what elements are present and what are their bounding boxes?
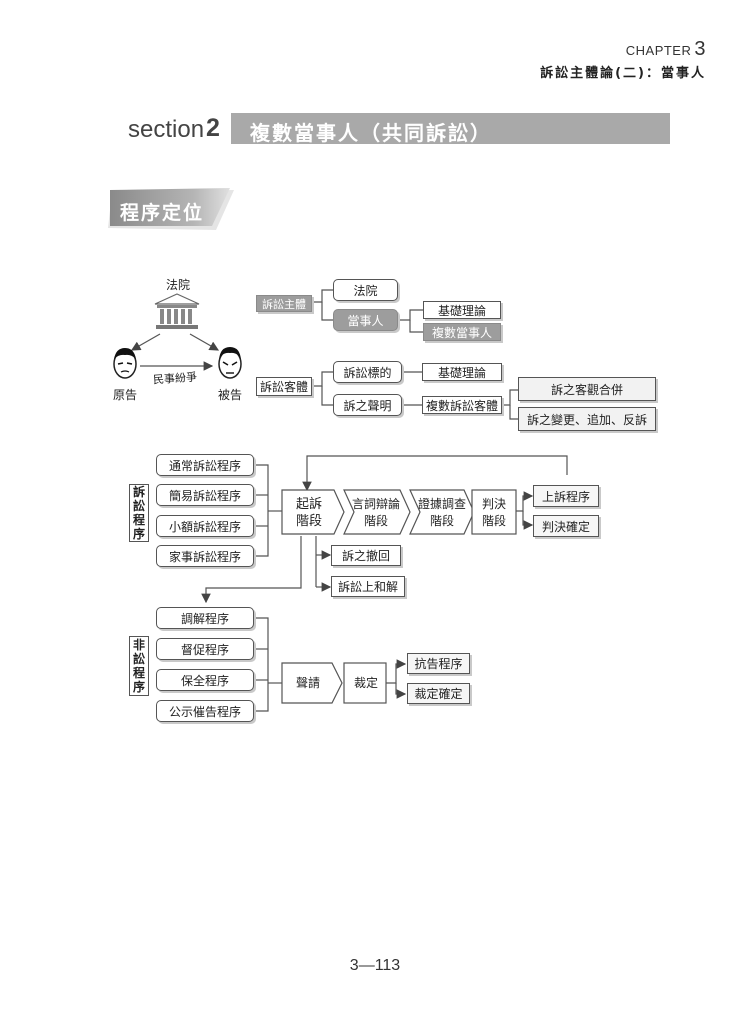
- subjects-basic-theory-box: 基礎理論: [423, 301, 501, 319]
- stage-filing-line2: 階段: [295, 514, 322, 529]
- ruling-label: 裁定: [353, 676, 378, 690]
- stage-oral-argument: 言詞辯論 階段: [346, 496, 406, 530]
- non-litigation-procedure-4: 公示催告程序: [156, 700, 254, 722]
- objects-claim-statement-box: 訴之聲明: [333, 394, 402, 416]
- section-word: section: [128, 116, 205, 143]
- interlocutory-appeal-box: 抗告程序: [407, 653, 470, 674]
- subjects-label: 訴訟主體: [256, 295, 312, 312]
- stage-oral-argument-line2: 階段: [363, 514, 388, 528]
- court-label: 法院: [166, 278, 191, 292]
- stage-evidence: 證據調查 階段: [412, 496, 472, 530]
- appeal-box: 上訴程序: [533, 485, 599, 507]
- stage-filing-line1: 起訴: [295, 497, 322, 512]
- litigation-procedure-4: 家事訴訟程序: [156, 545, 254, 567]
- chapter-title: 訴訟主體論(二)：當事人: [540, 66, 706, 81]
- courthouse-icon: [154, 293, 200, 329]
- objects-label: 訴訟客體: [256, 377, 312, 396]
- objects-multiple-objects-box: 複數訴訟客體: [422, 396, 502, 414]
- objects-objective-joinder-box: 訴之客觀合併: [518, 377, 656, 401]
- final-ruling-box: 裁定確定: [407, 683, 470, 704]
- objects-basic-theory-box: 基礎理論: [422, 363, 502, 381]
- badge-label: 程序定位: [120, 202, 205, 224]
- plaintiff-face-icon: [113, 348, 137, 379]
- withdrawal-box: 訴之撤回: [331, 545, 401, 566]
- litigation-procedure-2: 簡易訴訟程序: [156, 484, 254, 506]
- stage-chevrons: [281, 489, 517, 535]
- litigation-procedure-1: 通常訴訟程序: [156, 454, 254, 476]
- subjects-court-box: 法院: [333, 279, 398, 301]
- stage-evidence-line2: 階段: [429, 514, 454, 528]
- stage-evidence-line1: 證據調查: [417, 497, 466, 511]
- litigation-procedure-3: 小額訴訟程序: [156, 515, 254, 537]
- badge-shape: [108, 188, 234, 230]
- objects-subject-matter-box: 訴訟標的: [333, 361, 402, 383]
- objects-amendment-box: 訴之變更、追加、反訴: [518, 407, 656, 431]
- stage-judgment-line2: 階段: [481, 514, 506, 528]
- non-litigation-procedure-2: 督促程序: [156, 638, 254, 660]
- chapter-label-text: CHAPTER: [625, 43, 692, 58]
- dispute-label: 民事紛爭: [152, 370, 198, 387]
- subjects-party-box: 當事人: [333, 309, 398, 331]
- section-number: 2: [206, 114, 220, 142]
- stage-judgment: 判決 階段: [472, 496, 516, 530]
- chapter-number: 3: [694, 38, 706, 60]
- non-litigation-procedure-1: 調解程序: [156, 607, 254, 629]
- defendant-face-icon: [218, 347, 242, 379]
- settlement-box: 訴訟上和解: [331, 576, 405, 597]
- final-judgment-box: 判決確定: [533, 515, 599, 537]
- section-title-bar: [231, 113, 670, 144]
- defendant-label: 被告: [218, 388, 243, 402]
- petition-label: 聲請: [295, 676, 320, 690]
- non-litigation-side-label: 非訟程序: [129, 636, 149, 696]
- stage-oral-argument-line1: 言詞辯論: [351, 497, 400, 511]
- petition-ruling-chevrons: [281, 662, 387, 704]
- plaintiff-label: 原告: [113, 388, 138, 402]
- page-number: 3—113: [349, 957, 401, 974]
- stage-judgment-line1: 判決: [481, 497, 506, 511]
- non-litigation-procedure-3: 保全程序: [156, 669, 254, 691]
- stage-filing: 起訴 階段: [286, 496, 332, 530]
- subjects-multiple-parties-box: 複數當事人: [423, 323, 501, 341]
- litigation-side-label: 訴訟程序: [129, 484, 149, 542]
- section-title: 複數當事人（共同訴訟）: [250, 121, 492, 145]
